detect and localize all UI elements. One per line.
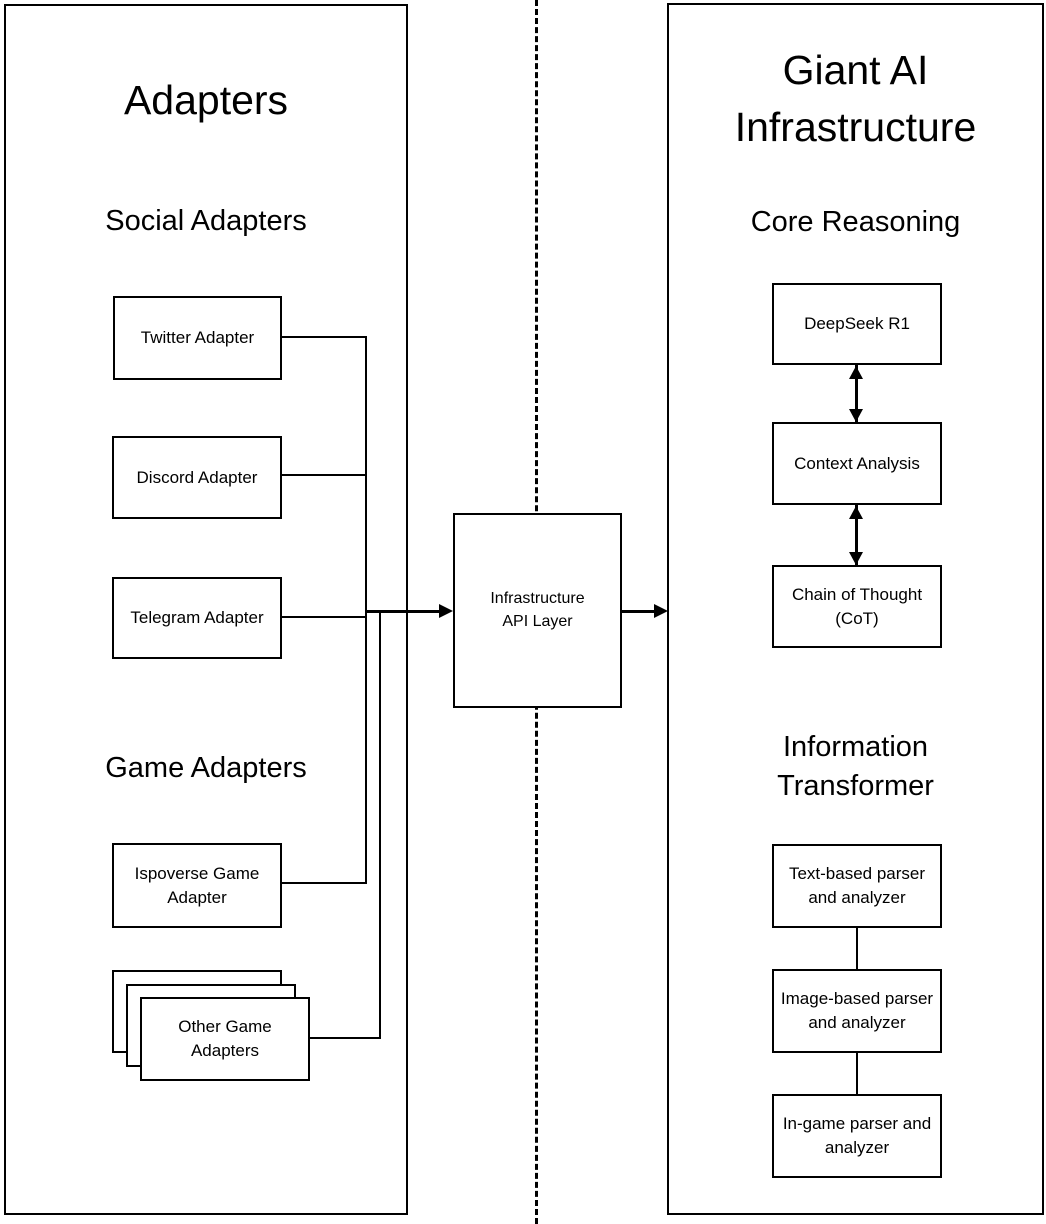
context-cot-arrowhead-up-icon [849, 506, 863, 519]
context-analysis-label: Context Analysis [794, 453, 920, 473]
text-image-connector-line [856, 928, 858, 969]
core-reasoning-heading: Core Reasoning [750, 206, 961, 238]
twitter-adapter-node: Twitter Adapter [113, 296, 282, 380]
discord-adapter-node: Discord Adapter [112, 436, 282, 519]
other-game-adapters-node: Other Game Adapters [140, 997, 310, 1081]
api-input-arrow-line [366, 610, 440, 613]
social-adapters-heading: Social Adapters [105, 205, 307, 237]
context-cot-arrow-line [855, 505, 858, 565]
api-output-arrow-line [621, 610, 655, 613]
telegram-adapter-label: Telegram Adapter [130, 608, 264, 628]
api-input-arrowhead-icon [439, 604, 453, 618]
twitter-adapter-label: Twitter Adapter [140, 328, 255, 348]
image-parser-node: Image-based parser and analyzer [772, 969, 942, 1053]
giant-ai-infrastructure-title: Giant AI Infrastructure [734, 47, 977, 151]
ispoverse-game-adapter-node: Ispoverse Game Adapter [112, 843, 282, 928]
deepseek-r1-label: DeepSeek R1 [804, 314, 910, 334]
information-transformer-heading: Information Transformer [777, 731, 934, 803]
deepseek-context-arrow-line [855, 365, 858, 422]
ingame-parser-label: In-game parser and analyzer [782, 1114, 932, 1157]
discord-adapter-label: Discord Adapter [136, 467, 258, 487]
infrastructure-api-layer-label: Infrastructure API Layer [490, 590, 585, 630]
context-cot-arrowhead-down-icon [849, 552, 863, 565]
image-parser-label: Image-based parser and analyzer [780, 989, 934, 1032]
twitter-connector-line [281, 336, 367, 338]
infrastructure-api-layer-node: Infrastructure API Layer [453, 513, 622, 708]
text-parser-node: Text-based parser and analyzer [772, 844, 942, 928]
other-games-connector-line [309, 1037, 381, 1039]
chain-of-thought-label: Chain of Thought (CoT) [791, 584, 923, 628]
context-analysis-node: Context Analysis [772, 422, 942, 505]
game-adapters-branch-line [379, 610, 381, 1039]
api-output-arrowhead-icon [654, 604, 668, 618]
telegram-adapter-node: Telegram Adapter [112, 577, 282, 659]
adapters-panel [4, 4, 408, 1215]
deepseek-context-arrowhead-down-icon [849, 409, 863, 422]
ispoverse-connector-line [281, 882, 367, 884]
game-adapters-heading: Game Adapters [105, 752, 307, 784]
deepseek-r1-node: DeepSeek R1 [772, 283, 942, 365]
discord-connector-line [281, 474, 367, 476]
ingame-parser-node: In-game parser and analyzer [772, 1094, 942, 1178]
text-parser-label: Text-based parser and analyzer [788, 864, 926, 907]
telegram-connector-line [281, 616, 367, 618]
ispoverse-game-adapter-label: Ispoverse Game Adapter [134, 863, 260, 907]
giant-ai-infrastructure-panel [667, 3, 1044, 1215]
adapters-title: Adapters [123, 77, 289, 123]
chain-of-thought-node: Chain of Thought (CoT) [772, 565, 942, 648]
image-ingame-connector-line [856, 1053, 858, 1094]
deepseek-context-arrowhead-up-icon [849, 366, 863, 379]
other-game-adapters-label: Other Game Adapters [178, 1017, 272, 1060]
